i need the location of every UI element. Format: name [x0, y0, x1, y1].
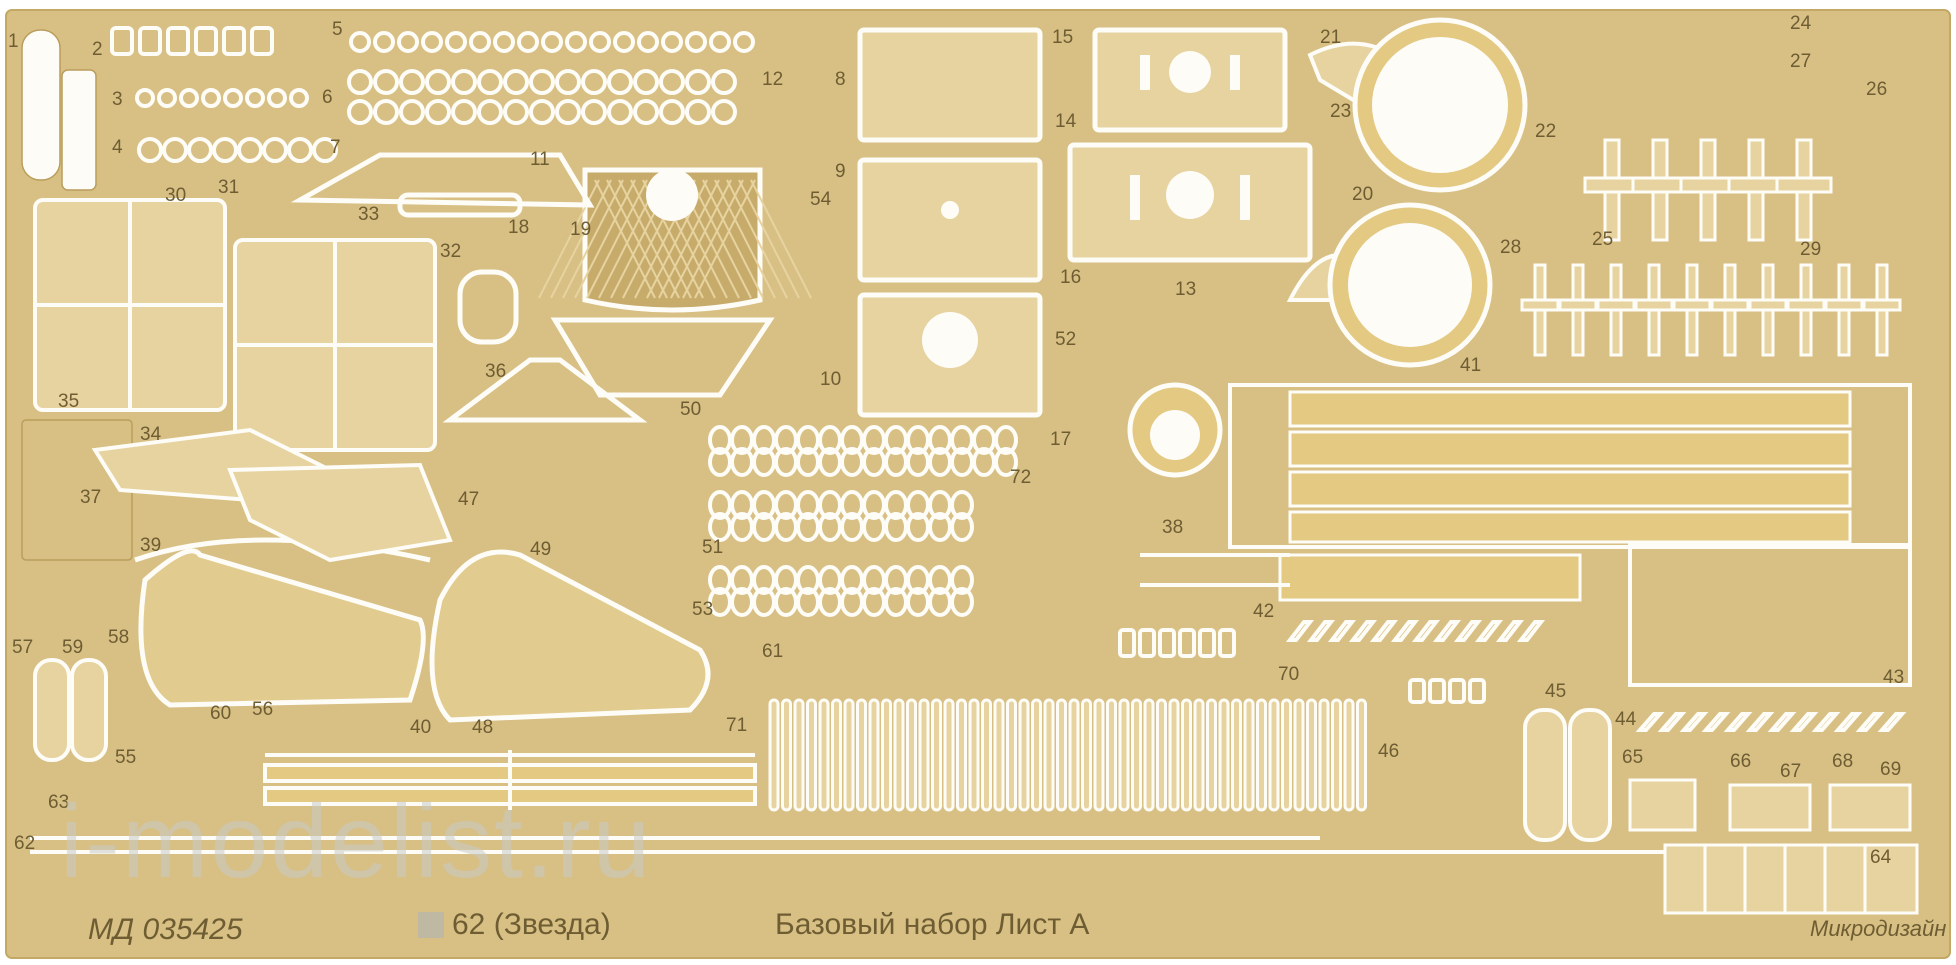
- part-number-65: 65: [1622, 747, 1644, 768]
- part-number-64: 64: [1870, 847, 1892, 868]
- footer-set: Базовый набор Лист А: [775, 908, 1090, 941]
- part-number-16: 16: [1060, 267, 1082, 288]
- part-number-30: 30: [165, 185, 187, 206]
- part-group-hinges-left: [21, 29, 133, 561]
- part-number-2: 2: [92, 39, 103, 60]
- part-number-28: 28: [1500, 237, 1522, 258]
- part-number-48: 48: [472, 717, 494, 738]
- part-number-39: 39: [140, 535, 162, 556]
- part-group-long-strips: [1140, 383, 1912, 687]
- part-number-13: 13: [1175, 279, 1197, 300]
- part-number-36: 36: [485, 361, 507, 382]
- part-number-7: 7: [330, 137, 341, 158]
- part-group-clips: [1118, 620, 1907, 732]
- part-number-68: 68: [1832, 751, 1854, 772]
- part-number-45: 45: [1545, 681, 1567, 702]
- part-number-67: 67: [1780, 761, 1802, 782]
- watermark: i-modelist.ru: [60, 784, 653, 900]
- footer-code: МД 035425: [88, 913, 243, 946]
- part-number-22: 22: [1535, 121, 1557, 142]
- part-group-hatch-rings: [1127, 17, 1528, 478]
- part-number-57: 57: [12, 637, 34, 658]
- part-number-55: 55: [115, 747, 137, 768]
- part-number-33: 33: [358, 204, 380, 225]
- part-number-43: 43: [1883, 667, 1905, 688]
- part-number-50: 50: [680, 399, 702, 420]
- part-number-70: 70: [1278, 664, 1300, 685]
- part-group-armor-plates: [33, 198, 437, 452]
- part-number-9: 9: [835, 161, 846, 182]
- part-number-46: 46: [1378, 741, 1400, 762]
- footer-brand: Микродизайн: [1810, 916, 1947, 941]
- part-number-44: 44: [1615, 709, 1637, 730]
- part-number-26: 26: [1866, 79, 1888, 100]
- part-number-41: 41: [1460, 355, 1482, 376]
- part-number-42: 42: [1253, 601, 1275, 622]
- part-number-47: 47: [458, 489, 480, 510]
- footer-kit: 62 (Звезда): [452, 908, 611, 941]
- part-number-53: 53: [692, 599, 714, 620]
- part-number-32: 32: [440, 241, 462, 262]
- footer-square: [418, 912, 444, 938]
- part-number-5: 5: [332, 19, 343, 40]
- part-number-54: 54: [810, 189, 832, 210]
- part-group-crosses: [1520, 138, 1902, 357]
- part-number-51: 51: [702, 537, 724, 558]
- part-number-59: 59: [62, 637, 84, 658]
- part-number-15: 15: [1052, 27, 1074, 48]
- part-number-49: 49: [530, 539, 552, 560]
- part-mesh-19: [538, 167, 812, 313]
- part-number-58: 58: [108, 627, 130, 648]
- part-number-10: 10: [820, 369, 842, 390]
- part-number-18: 18: [508, 217, 530, 238]
- part-number-34: 34: [140, 424, 162, 445]
- part-number-20: 20: [1352, 184, 1374, 205]
- part-group-small-boxes: [1628, 778, 1919, 915]
- part-number-31: 31: [218, 177, 240, 198]
- part-number-24: 24: [1790, 13, 1812, 34]
- part-number-14: 14: [1055, 111, 1077, 132]
- part-number-52: 52: [1055, 329, 1077, 350]
- part-number-62: 62: [14, 833, 36, 854]
- part-group-brackets: [91, 427, 453, 563]
- part-number-21: 21: [1320, 27, 1342, 48]
- part-number-40: 40: [410, 717, 432, 738]
- part-number-12: 12: [762, 69, 784, 90]
- part-group-hinges-bottom: [33, 658, 1612, 842]
- part-group-ring-chains: [110, 26, 755, 163]
- part-number-66: 66: [1730, 751, 1752, 772]
- part-number-4: 4: [112, 137, 123, 158]
- part-number-69: 69: [1880, 759, 1902, 780]
- part-comb-71: [768, 698, 1367, 812]
- part-number-19: 19: [570, 219, 592, 240]
- part-number-72: 72: [1010, 467, 1032, 488]
- part-number-27: 27: [1790, 51, 1812, 72]
- part-number-60: 60: [210, 703, 232, 724]
- part-number-37: 37: [80, 487, 102, 508]
- part-number-56: 56: [252, 699, 274, 720]
- part-number-11: 11: [530, 149, 550, 170]
- part-group-fenders: [134, 537, 711, 723]
- part-number-29: 29: [1800, 239, 1822, 260]
- part-group-rails: [30, 750, 1680, 854]
- part-number-6: 6: [322, 87, 333, 108]
- part-group-frames: [290, 152, 775, 423]
- part-number-17: 17: [1050, 429, 1072, 450]
- part-number-25: 25: [1592, 229, 1614, 250]
- part-number-63: 63: [48, 792, 70, 813]
- part-number-3: 3: [112, 89, 123, 110]
- part-group-box-holes: [922, 51, 1250, 368]
- part-number-71: 71: [726, 715, 748, 736]
- part-number-35: 35: [58, 391, 80, 412]
- part-number-23: 23: [1330, 101, 1352, 122]
- part-group-track-links: [708, 425, 1018, 617]
- part-number-1: 1: [8, 31, 19, 52]
- part-number-61: 61: [762, 641, 784, 662]
- part-number-8: 8: [835, 69, 846, 90]
- part-number-38: 38: [1162, 517, 1184, 538]
